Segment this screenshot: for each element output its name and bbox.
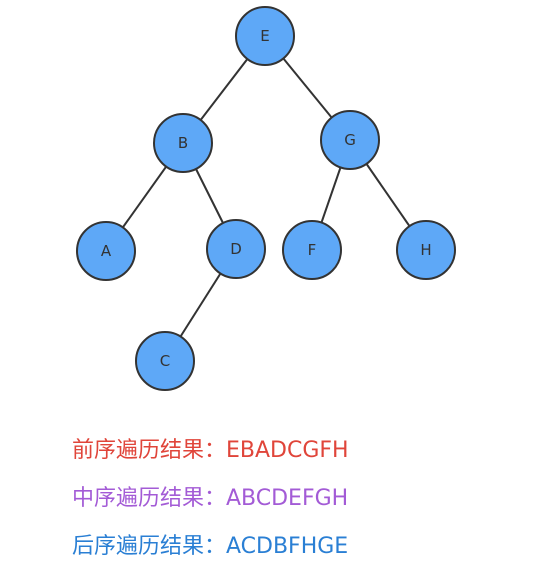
node-h: H bbox=[396, 220, 456, 280]
node-f: F bbox=[282, 220, 342, 280]
node-circle bbox=[76, 221, 136, 281]
node-c: C bbox=[135, 331, 195, 391]
preorder-result: 前序遍历结果：EBADCGFH bbox=[72, 438, 349, 463]
node-label: D bbox=[230, 240, 242, 258]
node-circle bbox=[282, 220, 342, 280]
inorder-result: 中序遍历结果：ABCDEFGH bbox=[72, 486, 349, 511]
node-g: G bbox=[320, 110, 380, 170]
node-label: H bbox=[420, 241, 431, 259]
node-label: C bbox=[160, 352, 170, 370]
node-circle bbox=[206, 219, 266, 279]
node-label: G bbox=[344, 131, 356, 149]
node-label: B bbox=[178, 134, 188, 152]
node-circle bbox=[153, 113, 213, 173]
traversal-results: 前序遍历结果：EBADCGFH 中序遍历结果：ABCDEFGH 后序遍历结果：A… bbox=[72, 432, 542, 576]
node-b: B bbox=[153, 113, 213, 173]
postorder-result: 后序遍历结果：ACDBFHGE bbox=[72, 534, 349, 559]
node-label: A bbox=[101, 242, 112, 260]
binary-tree-diagram: E B G A D F H C bbox=[76, 6, 456, 391]
node-label: E bbox=[260, 27, 269, 45]
node-a: A bbox=[76, 221, 136, 281]
node-circle bbox=[135, 331, 195, 391]
node-circle bbox=[235, 6, 295, 66]
node-d: D bbox=[206, 219, 266, 279]
tree-edges bbox=[105, 35, 427, 362]
node-circle bbox=[396, 220, 456, 280]
node-circle bbox=[320, 110, 380, 170]
node-e: E bbox=[235, 6, 295, 66]
node-label: F bbox=[308, 241, 317, 259]
tree-nodes: E B G A D F H C bbox=[76, 6, 456, 391]
